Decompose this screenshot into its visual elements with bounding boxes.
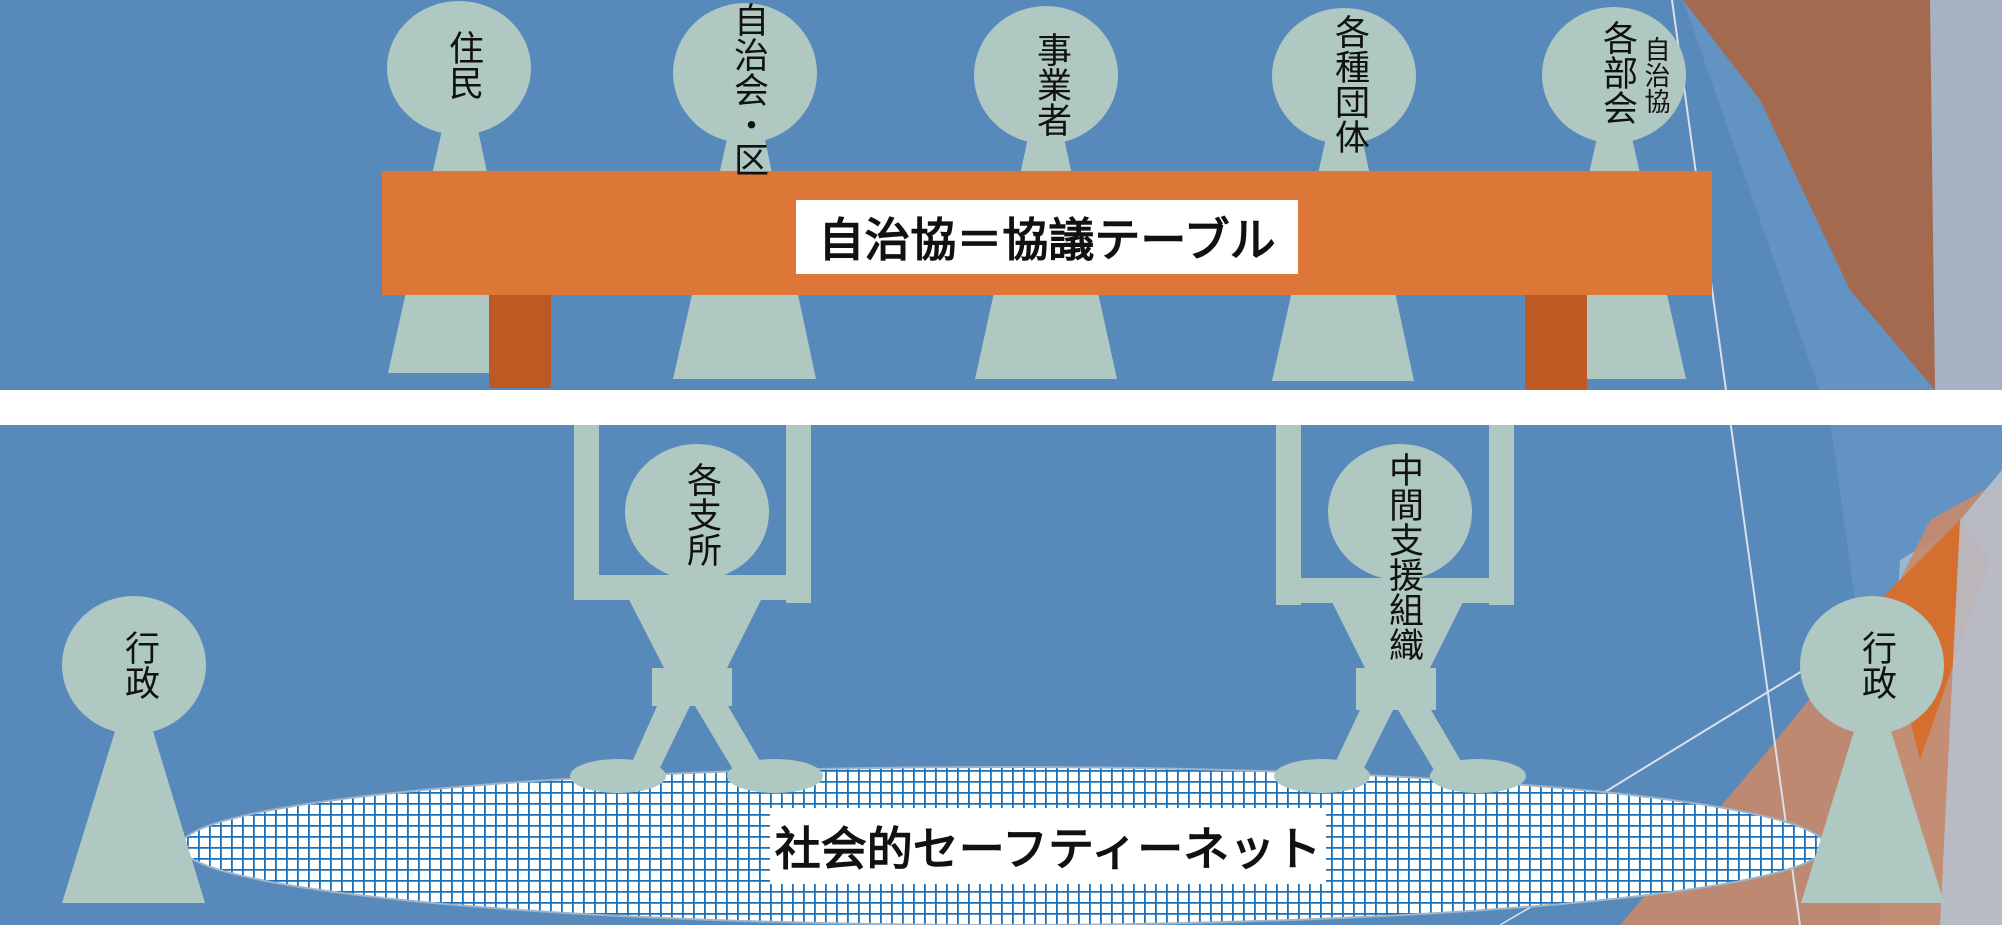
table-title: 自治協＝協議テーブル <box>818 213 1276 267</box>
supporter-label-2: 中間支援組織 <box>1383 452 1423 662</box>
supporter-label-1: 各支所 <box>681 462 721 567</box>
member-label-2: 自治会・区 <box>728 2 768 177</box>
member-sublabel-5: 自治協 <box>1640 36 1670 114</box>
supporter-figure-1 <box>570 425 823 793</box>
background-decoration <box>1499 0 2002 925</box>
supporter-figure-2 <box>1274 425 1526 793</box>
member-label-3: 事業者 <box>1031 32 1071 137</box>
member-label-5: 各部会 <box>1597 20 1637 125</box>
side-label-right: 行政 <box>1856 630 1896 700</box>
floor-bar <box>0 390 2002 425</box>
table-leg-right <box>1525 290 1587 390</box>
side-label-left: 行政 <box>119 630 159 700</box>
net-title: 社会的セーフティーネット <box>774 822 1322 876</box>
table-title-box: 自治協＝協議テーブル <box>796 200 1298 274</box>
side-figure-right <box>1800 596 1944 903</box>
net-title-box: 社会的セーフティーネット <box>770 808 1326 884</box>
side-figure-left <box>62 596 206 903</box>
member-label-4: 各種団体 <box>1329 14 1369 154</box>
member-label-1: 住民 <box>443 30 483 100</box>
table-leg-left <box>489 290 551 388</box>
